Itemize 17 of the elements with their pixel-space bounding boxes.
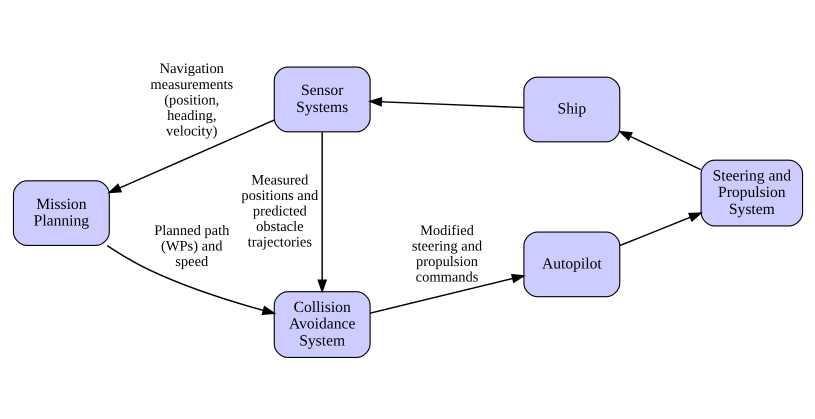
arrow [369,274,526,314]
edge-label: Navigation measurements (position, heading, velocity) [150,61,233,140]
arrow [316,132,327,294]
node-box: Ship [522,76,620,142]
node-box: Collision Avoidance System [273,291,370,358]
arrow [618,130,701,170]
node-box: Mission Planning [12,180,110,246]
node-box: Sensor Systems [273,66,370,132]
arrow [367,96,524,108]
node-box: Autopilot [522,232,620,298]
edge-label: Measured positions and predicted obstacle trajectories [240,172,318,251]
arrow [106,119,274,194]
arrow [619,212,702,246]
node-box: Steering and Propulsion System [700,160,803,226]
arrow [106,245,276,316]
edge-label: Modified steering and propulsion commands [411,222,482,286]
edge-label: Planned path (WPs) and speed [154,222,229,270]
